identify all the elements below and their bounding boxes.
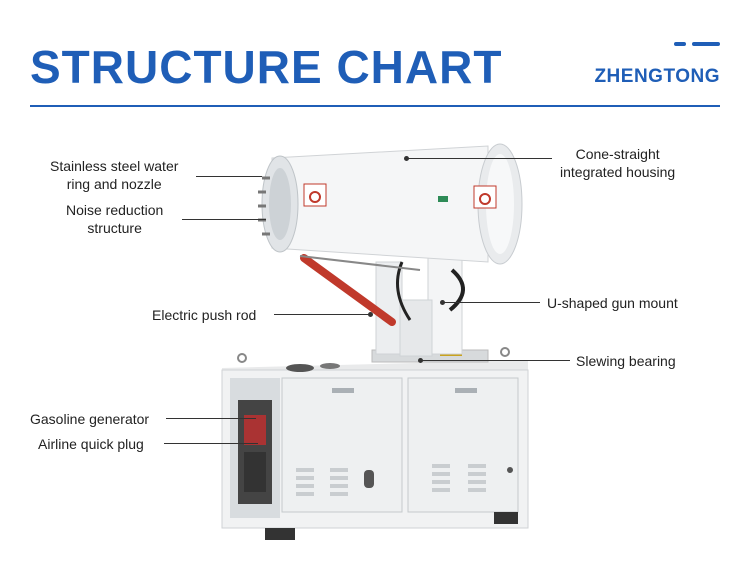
leader-slewing bbox=[420, 360, 570, 361]
leader-generator bbox=[166, 418, 256, 419]
leader-housing-dot bbox=[404, 156, 409, 161]
header-divider bbox=[30, 105, 720, 107]
label-gun-mount: U-shaped gun mount bbox=[547, 295, 678, 311]
brand-dash-long bbox=[692, 42, 720, 46]
label-airline: Airline quick plug bbox=[38, 436, 144, 452]
leader-airline bbox=[164, 443, 258, 444]
page-title: STRUCTURE CHART bbox=[30, 41, 503, 93]
cannon-housing bbox=[258, 143, 523, 265]
leader-slewing-dot bbox=[418, 358, 423, 363]
leader-push-rod-dot bbox=[368, 312, 373, 317]
leader-noise bbox=[182, 219, 266, 220]
leader-nozzle bbox=[196, 176, 262, 177]
label-push-rod: Electric push rod bbox=[152, 307, 257, 323]
label-generator: Gasoline generator bbox=[30, 411, 150, 427]
label-slewing: Slewing bearing bbox=[576, 353, 676, 369]
label-housing: Cone-straight integrated housing bbox=[560, 145, 675, 181]
leader-push-rod bbox=[274, 314, 370, 315]
electric-push-rod bbox=[299, 254, 421, 326]
leader-housing bbox=[406, 158, 552, 159]
label-nozzle: Stainless steel water ring and nozzle bbox=[50, 157, 178, 193]
brand-dash-short bbox=[674, 42, 686, 46]
cabinet bbox=[221, 347, 529, 540]
label-housing-line1: Cone-straight bbox=[575, 146, 660, 162]
label-nozzle-line1: Stainless steel water bbox=[50, 158, 179, 174]
label-housing-line2: integrated housing bbox=[560, 164, 676, 180]
label-noise: Noise reduction structure bbox=[66, 201, 163, 237]
label-nozzle-line2: ring and nozzle bbox=[66, 176, 162, 192]
leader-gun-mount-dot bbox=[440, 300, 445, 305]
brand-name: ZHENGTONG bbox=[594, 66, 720, 87]
leader-gun-mount bbox=[442, 302, 540, 303]
label-noise-line1: Noise reduction bbox=[66, 202, 164, 218]
label-noise-line2: structure bbox=[87, 220, 142, 236]
